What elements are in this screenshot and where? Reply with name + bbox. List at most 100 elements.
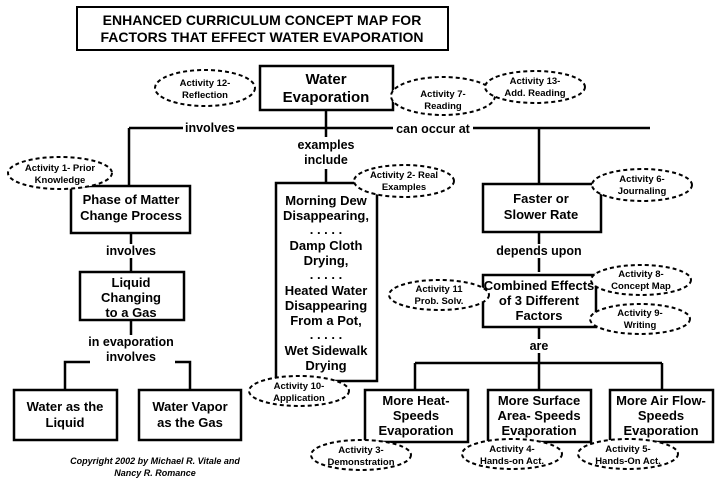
node-water-vapor: Water Vapor as the Gas	[137, 388, 243, 442]
svg-text:Evaporation: Evaporation	[283, 89, 370, 106]
svg-text:From a Pot,: From a Pot,	[290, 313, 362, 328]
svg-text:Prob. Solv.: Prob. Solv.	[415, 296, 464, 307]
title-line-1: ENHANCED CURRICULUM CONCEPT MAP FOR	[103, 12, 422, 28]
activity-5-oval[interactable]: Activity 5- Hands-On Act.	[577, 438, 679, 470]
svg-text:Activity 2- Real: Activity 2- Real	[370, 170, 438, 181]
svg-text:. . . . .: . . . . .	[310, 327, 343, 342]
node-phase-of-matter: Phase of Matter Change Process	[69, 184, 192, 235]
svg-text:Examples: Examples	[382, 182, 426, 193]
svg-text:Evaporation: Evaporation	[623, 423, 698, 438]
svg-text:Damp Cloth: Damp Cloth	[290, 238, 363, 253]
node-more-surface-area: More Surface Area- Speeds Evaporation	[486, 388, 593, 444]
svg-text:Reading: Reading	[424, 101, 462, 112]
link-are: are	[530, 339, 549, 353]
svg-text:. . . . .: . . . . .	[310, 267, 343, 282]
node-water-liquid: Water as the Liquid	[12, 388, 119, 442]
svg-text:Slower Rate: Slower Rate	[504, 207, 578, 222]
svg-text:Drying: Drying	[305, 358, 346, 373]
svg-text:Knowledge: Knowledge	[35, 175, 86, 186]
activity-11-oval[interactable]: Activity 11 Prob. Solv.	[388, 279, 490, 311]
node-water-evaporation: Water Evaporation	[258, 64, 395, 112]
link-involves-top: involves	[185, 121, 235, 135]
svg-text:Copyright 2002 by Michael R. V: Copyright 2002 by Michael R. Vitale and	[70, 456, 240, 466]
svg-text:Speeds: Speeds	[393, 408, 439, 423]
svg-text:Changing: Changing	[101, 290, 161, 305]
copyright-notice: Copyright 2002 by Michael R. Vitale and …	[70, 456, 240, 478]
activity-2-oval[interactable]: Activity 2- Real Examples	[353, 164, 455, 198]
svg-text:Water as the: Water as the	[27, 399, 104, 414]
svg-text:Activity 9-: Activity 9-	[617, 308, 662, 319]
svg-text:Journaling: Journaling	[618, 186, 667, 197]
svg-text:Heated Water: Heated Water	[285, 283, 368, 298]
svg-text:Nancy R. Romance: Nancy R. Romance	[114, 468, 196, 478]
svg-text:Wet Sidewalk: Wet Sidewalk	[285, 343, 369, 358]
link-can-occur-at: can occur at	[396, 122, 470, 136]
title-line-2: FACTORS THAT EFFECT WATER EVAPORATION	[100, 29, 423, 45]
svg-text:Activity 10-: Activity 10-	[274, 381, 325, 392]
svg-text:Change Process: Change Process	[80, 208, 182, 223]
activity-9-oval[interactable]: Activity 9- Writing	[589, 303, 691, 335]
activity-10-oval[interactable]: Activity 10- Application	[248, 375, 350, 407]
svg-text:Activity 4-: Activity 4-	[489, 444, 534, 455]
node-examples: Morning Dew Disappearing, . . . . . Damp…	[274, 181, 379, 383]
activity-6-oval[interactable]: Activity 6- Journaling	[591, 168, 693, 202]
node-liquid-changing: Liquid Changing to a Gas	[78, 270, 186, 322]
title-box: ENHANCED CURRICULUM CONCEPT MAP FOR FACT…	[76, 6, 449, 51]
svg-text:Phase of Matter: Phase of Matter	[83, 192, 180, 207]
svg-text:More Heat-: More Heat-	[382, 393, 449, 408]
svg-text:Demonstration: Demonstration	[327, 457, 394, 468]
svg-text:Disappearing,: Disappearing,	[283, 208, 369, 223]
svg-text:Reflection: Reflection	[182, 90, 228, 101]
link-labels: involves can occur at examples include i…	[88, 121, 584, 364]
svg-text:Activity 1- Prior: Activity 1- Prior	[25, 163, 96, 174]
link-examples: examples	[298, 138, 355, 152]
svg-text:Area- Speeds: Area- Speeds	[497, 408, 580, 423]
svg-text:Water: Water	[305, 71, 346, 88]
link-depends-upon: depends upon	[496, 244, 581, 258]
svg-text:as the Gas: as the Gas	[157, 415, 223, 430]
svg-text:Activity 7-: Activity 7-	[420, 89, 465, 100]
svg-text:Disappearing: Disappearing	[285, 298, 367, 313]
svg-text:. . . . .: . . . . .	[310, 222, 343, 237]
svg-text:Hands-On Act.: Hands-On Act.	[595, 456, 661, 467]
svg-text:Activity 3-: Activity 3-	[338, 445, 383, 456]
activity-3-oval[interactable]: Activity 3- Demonstration	[310, 439, 412, 471]
svg-text:Writing: Writing	[624, 320, 657, 331]
activity-7-oval[interactable]: Activity 7- Reading	[390, 76, 496, 116]
svg-text:Drying,: Drying,	[304, 253, 349, 268]
svg-text:Combined Effects: Combined Effects	[484, 278, 595, 293]
svg-text:Concept Map: Concept Map	[611, 281, 671, 292]
svg-text:Activity 11: Activity 11	[416, 284, 464, 295]
link-involves-phase: involves	[106, 244, 156, 258]
node-combined-effects: Combined Effects of 3 Different Factors	[481, 273, 598, 329]
activity-12-oval[interactable]: Activity 12- Reflection	[154, 69, 256, 107]
node-faster-slower-rate: Faster or Slower Rate	[481, 182, 603, 234]
node-more-air-flow: More Air Flow- Speeds Evaporation	[608, 388, 715, 444]
svg-text:Application: Application	[273, 393, 325, 404]
link-in-evaporation: in evaporation	[88, 335, 173, 349]
svg-text:Add. Reading: Add. Reading	[504, 88, 565, 99]
activity-1-oval[interactable]: Activity 1- Prior Knowledge	[7, 156, 113, 190]
svg-text:Liquid: Liquid	[46, 415, 85, 430]
svg-text:More Air Flow-: More Air Flow-	[616, 393, 706, 408]
svg-text:Hands-on Act.: Hands-on Act.	[480, 456, 544, 467]
link-include: include	[304, 153, 348, 167]
svg-text:Faster or: Faster or	[513, 191, 569, 206]
svg-text:Activity 12-: Activity 12-	[180, 78, 231, 89]
svg-text:Evaporation: Evaporation	[378, 423, 453, 438]
activity-8-oval[interactable]: Activity 8- Concept Map	[590, 264, 692, 296]
svg-text:Activity 5-: Activity 5-	[605, 444, 650, 455]
svg-text:Liquid: Liquid	[112, 275, 151, 290]
left-leaf-branch	[63, 360, 90, 390]
svg-text:More Surface: More Surface	[498, 393, 580, 408]
svg-text:Evaporation: Evaporation	[501, 423, 576, 438]
svg-text:Factors: Factors	[516, 308, 563, 323]
svg-text:Activity 8-: Activity 8-	[618, 269, 663, 280]
activity-4-oval[interactable]: Activity 4- Hands-on Act.	[461, 438, 563, 470]
svg-text:Activity 6-: Activity 6-	[619, 174, 664, 185]
activity-13-oval[interactable]: Activity 13- Add. Reading	[484, 70, 586, 104]
node-more-heat: More Heat- Speeds Evaporation	[363, 388, 470, 444]
svg-text:Morning Dew: Morning Dew	[285, 193, 367, 208]
link-involves-leaf: involves	[106, 350, 156, 364]
